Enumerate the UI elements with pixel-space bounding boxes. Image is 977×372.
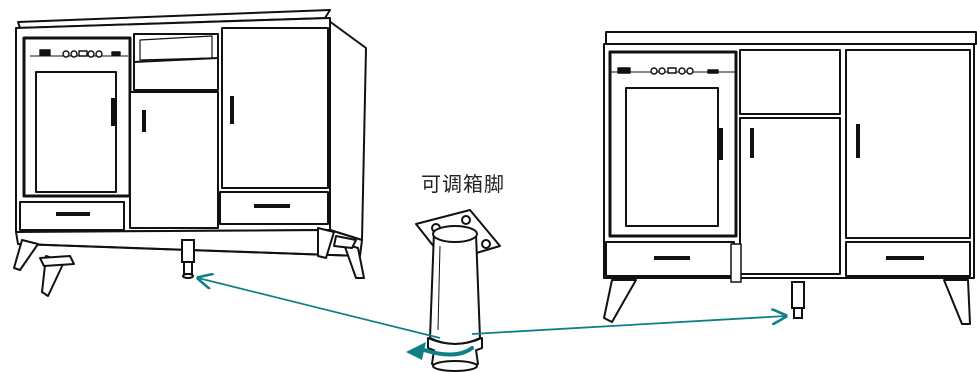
left-adjustable-foot: [181, 239, 195, 279]
left-cabinet: [15, 9, 367, 257]
right-cabinet-legs: [603, 279, 971, 325]
control-panel-icons: [39, 49, 121, 58]
right-control-panel-icons: [617, 67, 719, 75]
arrow-to-right-foot: [471, 316, 786, 335]
adjustable-foot-caption: 可调箱脚: [421, 172, 505, 196]
rotation-arrow-icon: [406, 342, 474, 360]
connector-arrows: [198, 278, 786, 339]
right-adjustable-foot: [791, 281, 805, 319]
adjustable-foot-detail: [415, 209, 501, 372]
right-cabinet: [603, 31, 977, 283]
left-cabinet-legs: [13, 227, 365, 297]
arrow-to-left-foot: [198, 278, 441, 339]
